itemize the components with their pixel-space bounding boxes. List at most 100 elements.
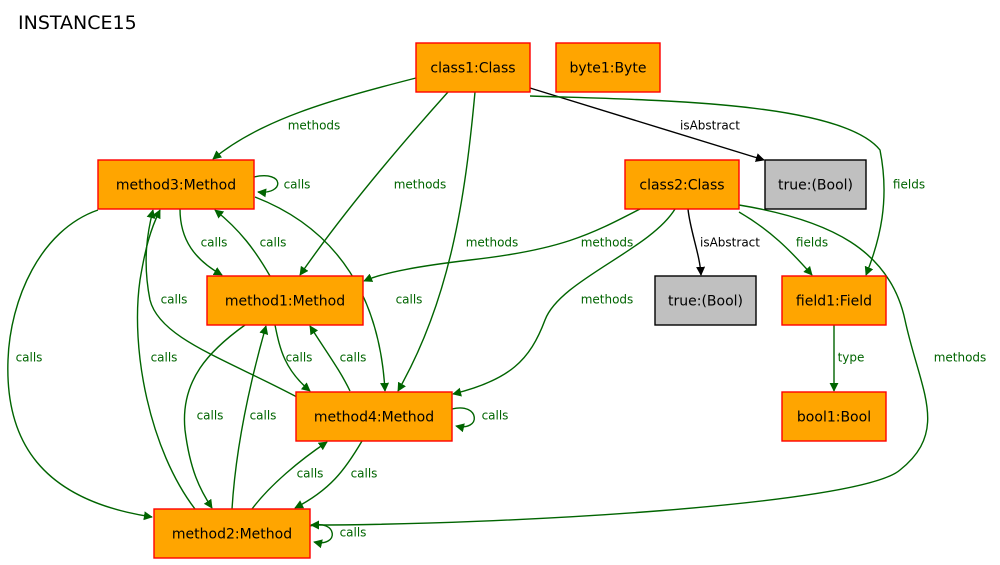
edge-line	[183, 324, 246, 509]
edge-method4-to-method3: calls	[145, 209, 311, 405]
edge-line	[529, 95, 885, 276]
edge-line	[274, 324, 311, 392]
edge-label: calls	[151, 351, 178, 365]
edge-method3-to-method2: calls	[7, 209, 153, 521]
node-label: class2:Class	[639, 178, 724, 194]
edge-method1-to-method3: calls	[214, 209, 287, 277]
node-box	[555, 42, 661, 93]
diagram-title: INSTANCE15	[18, 12, 137, 34]
edge-line	[687, 208, 706, 276]
edge-label: methods	[288, 119, 341, 133]
edge-method1-to-method4: calls	[274, 324, 313, 392]
nodes-layer: class1:Class byte1:Byte method3:Method true…	[97, 42, 887, 559]
edge-line	[363, 208, 641, 282]
node-label: method1:Method	[225, 294, 345, 310]
edge-line	[179, 208, 223, 276]
edge-label: calls	[201, 236, 228, 250]
node-label: true:(Bool)	[778, 178, 853, 194]
edge-label: methods	[466, 236, 519, 250]
edge-line	[397, 91, 476, 392]
edge-line	[294, 440, 363, 509]
edge-method4-to-method4: calls	[451, 407, 508, 433]
node-box	[781, 391, 887, 442]
edge-line	[299, 91, 449, 276]
edge-method2-to-method1: calls	[231, 325, 277, 510]
edge-line	[251, 441, 328, 510]
edge-line	[253, 175, 279, 198]
node-box	[206, 275, 364, 326]
edge-line	[7, 209, 153, 521]
edge-label: calls	[197, 409, 224, 423]
edge-line	[529, 87, 765, 162]
node-class2: class2:Class	[624, 159, 740, 210]
edge-class2-to-method4: methods	[452, 208, 676, 397]
node-bool1: bool1:Bool	[781, 391, 887, 442]
node-label: bool1:Bool	[797, 410, 871, 426]
node-label: field1:Field	[796, 294, 872, 310]
node-box	[153, 508, 311, 559]
node-label: byte1:Byte	[570, 61, 647, 77]
edge-label: methods	[581, 293, 634, 307]
node-class1: class1:Class	[415, 42, 531, 93]
edge-line	[212, 77, 417, 160]
edge-method3-to-method4: calls	[254, 196, 423, 392]
edge-line	[145, 209, 311, 405]
node-method4: method4:Method	[295, 391, 453, 442]
edge-label: methods	[581, 236, 634, 250]
edge-class1-to-field1: fields	[529, 95, 925, 276]
node-label: method3:Method	[116, 178, 236, 194]
node-box	[97, 159, 255, 210]
node-true2: true:(Bool)	[654, 275, 757, 326]
edge-class1-to-method3: methods	[212, 77, 417, 160]
edge-class1-to-true1: isAbstract	[529, 87, 765, 162]
edge-method2-to-method4: calls	[251, 441, 328, 510]
node-label: class1:Class	[430, 61, 515, 77]
edge-method1-to-method2: calls	[183, 324, 246, 509]
node-label: method2:Method	[172, 527, 292, 543]
edge-label: calls	[340, 526, 367, 540]
edge-line	[231, 325, 269, 510]
edge-label: calls	[16, 351, 43, 365]
edge-label: calls	[396, 293, 423, 307]
edge-method2-to-method3: calls	[136, 209, 196, 510]
node-true1: true:(Bool)	[764, 159, 867, 210]
edge-class2-to-field1: fields	[738, 211, 828, 276]
edge-method2-to-method2: calls	[309, 523, 367, 549]
edge-label: type	[838, 351, 865, 365]
edge-line	[136, 209, 196, 510]
edge-line	[309, 523, 333, 549]
edge-line	[214, 209, 271, 277]
node-label: method4:Method	[314, 410, 434, 426]
edge-label: methods	[934, 351, 987, 365]
node-box	[295, 391, 453, 442]
edge-method3-to-method3: calls	[253, 175, 311, 198]
node-method2: method2:Method	[153, 508, 311, 559]
edge-class2-to-method2: methods	[310, 204, 987, 530]
node-box	[415, 42, 531, 93]
edge-method3-to-method1: calls	[179, 208, 228, 276]
node-box	[654, 275, 757, 326]
node-byte1: byte1:Byte	[555, 42, 661, 93]
edge-label: calls	[351, 467, 378, 481]
edge-line	[738, 211, 813, 276]
edge-class2-to-true2: isAbstract	[687, 208, 760, 276]
edge-line	[452, 208, 676, 397]
edge-label: calls	[260, 236, 287, 250]
node-box	[624, 159, 740, 210]
edge-class1-to-method4: methods	[397, 91, 519, 392]
edge-label: calls	[250, 409, 277, 423]
node-label: true:(Bool)	[668, 294, 743, 310]
edge-label: fields	[893, 178, 925, 192]
edge-label: methods	[394, 178, 447, 192]
edge-field1-to-bool1: type	[829, 325, 865, 392]
edge-line	[309, 325, 351, 392]
edge-label: calls	[284, 178, 311, 192]
edge-label: fields	[796, 236, 828, 250]
node-field1: field1:Field	[781, 275, 887, 326]
edge-label: calls	[286, 351, 313, 365]
edges-layer: methods methods methods isAbstract fields cal…	[7, 77, 987, 549]
edge-label: calls	[297, 467, 324, 481]
node-box	[781, 275, 887, 326]
edge-line	[310, 204, 929, 530]
